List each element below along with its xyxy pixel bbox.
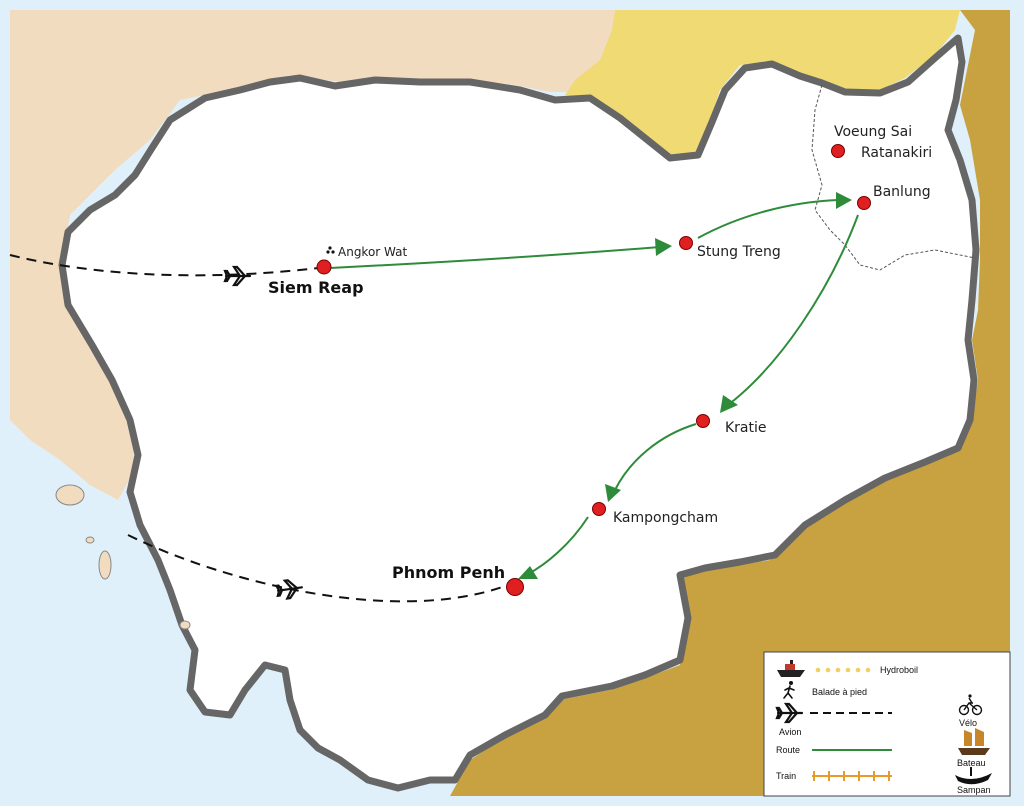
label-kratie: Kratie [725, 420, 767, 436]
hydrofoil-icon [777, 660, 805, 677]
legend-bike-label: Vélo [959, 718, 977, 728]
cambodia-area [58, 34, 980, 792]
legend-plane-label: Avion [779, 727, 801, 737]
laos-area [565, 10, 960, 160]
city-marker-kratie[interactable] [696, 414, 710, 428]
legend-train-label: Train [776, 771, 796, 781]
legend-plane-icon [775, 702, 804, 724]
legend-train-line [812, 771, 892, 781]
legend: Hydroboil Balade à pied Avion Route Trai… [763, 651, 1011, 797]
route-stung-treng-banlung [697, 199, 839, 239]
route-arrowhead [605, 484, 621, 502]
legend-road-label: Route [776, 745, 800, 755]
bicycle-icon [958, 694, 983, 716]
route-arrowhead [655, 238, 672, 256]
label-angkor-wat: Angkor Wat [338, 245, 407, 259]
temple-icon [326, 246, 335, 254]
island [179, 620, 191, 630]
island [98, 550, 112, 580]
route-kampongcham-phnom-penh [527, 516, 589, 575]
vietnam-area [450, 10, 1010, 796]
legend-hydrofoil-label: Hydroboil [880, 665, 918, 675]
route-arrowhead [720, 395, 738, 413]
route-banlung-kratie [727, 214, 859, 406]
city-marker-banlung[interactable] [857, 196, 871, 210]
label-kampongcham: Kampongcham [613, 510, 718, 526]
route-arrowhead [836, 192, 852, 209]
city-marker-stung-treng[interactable] [679, 236, 693, 250]
walker-icon [783, 681, 795, 699]
legend-sampan-label: Sampan [957, 785, 991, 795]
junk-boat-icon [958, 728, 990, 755]
legend-walk-label: Balade à pied [812, 687, 867, 697]
legend-boat-label: Bateau [957, 758, 986, 768]
legend-box [763, 651, 1011, 797]
city-marker-siem-reap[interactable] [316, 259, 332, 275]
island [55, 484, 85, 506]
flight-path-phnom-penh [127, 534, 509, 603]
hydrofoil-line [815, 667, 871, 673]
label-voeung-sai: Voeung Sai [834, 124, 912, 140]
city-marker-phnom-penh[interactable] [506, 578, 524, 596]
plane-icon [274, 579, 303, 600]
label-phnom-penh: Phnom Penh [392, 563, 505, 582]
route-siem-reap-stung-treng [329, 246, 661, 269]
label-siem-reap: Siem Reap [268, 278, 364, 297]
plane-icon [223, 265, 252, 287]
route-kratie-kampongcham [614, 423, 697, 491]
label-banlung: Banlung [873, 184, 931, 200]
island [85, 536, 95, 544]
label-stung-treng: Stung Treng [697, 244, 781, 260]
city-marker-voeung-sai[interactable] [831, 144, 845, 158]
label-ratanakiri: Ratanakiri [861, 145, 932, 161]
sampan-icon [955, 767, 992, 785]
route-arrowhead [518, 566, 538, 579]
thailand-area [10, 10, 615, 500]
city-marker-kampongcham[interactable] [592, 502, 606, 516]
flight-path-siem-reap [9, 254, 319, 277]
